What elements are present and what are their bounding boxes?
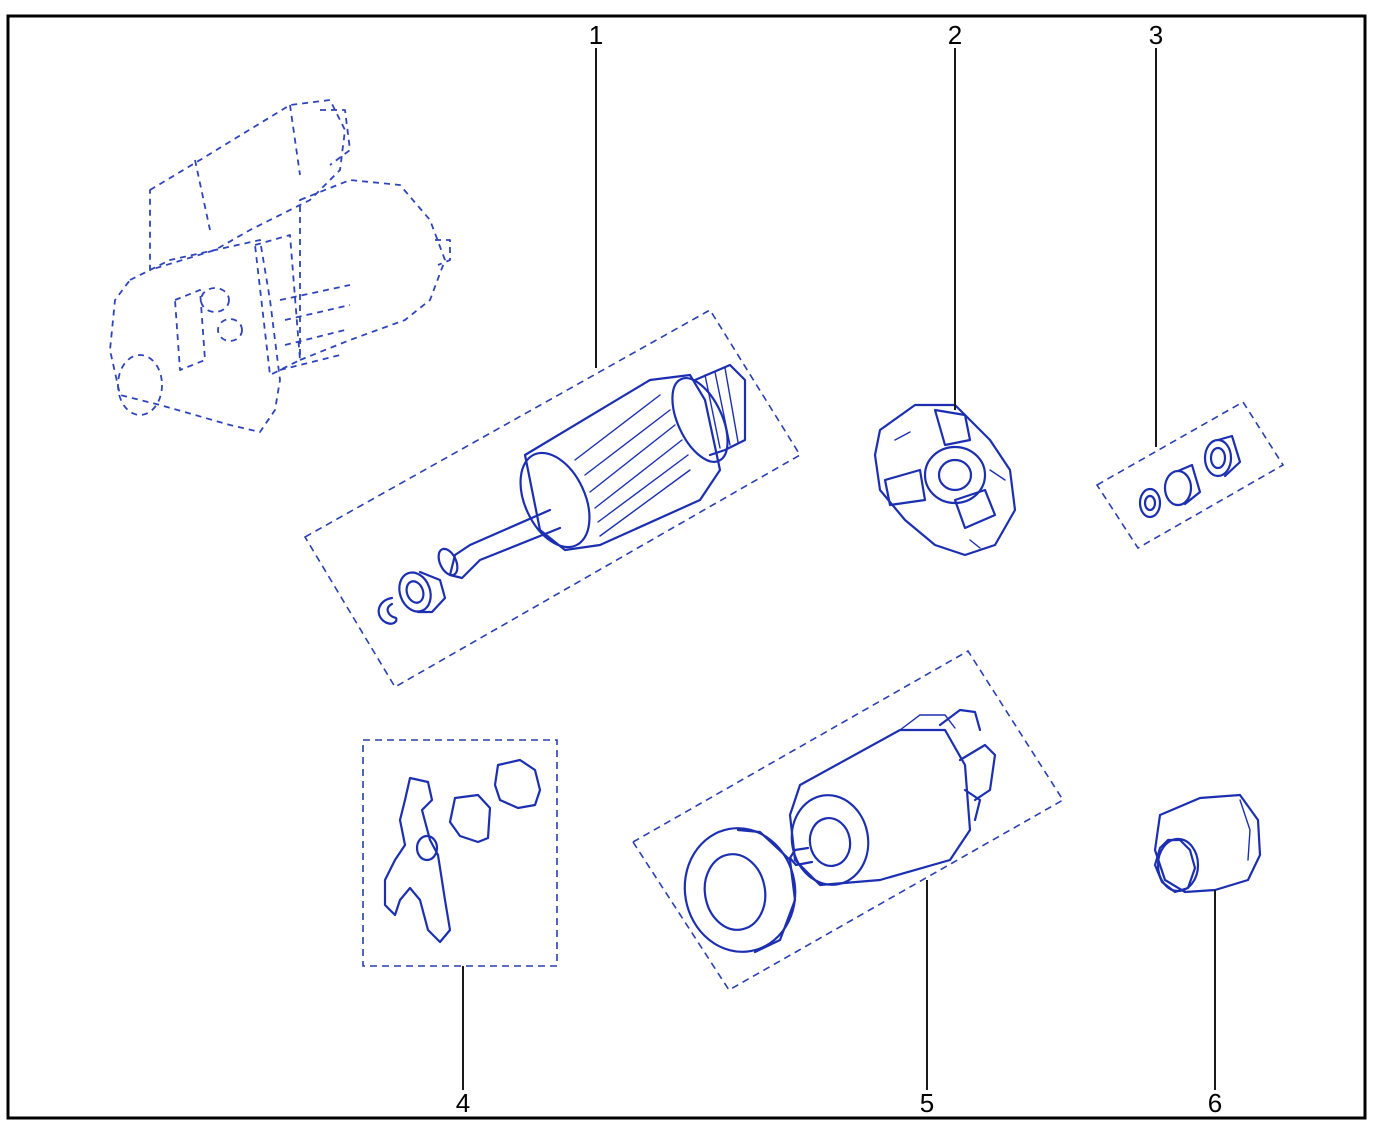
pad-large (493, 758, 542, 810)
solenoid-flange (683, 827, 797, 954)
pinion-drive (1153, 793, 1262, 894)
solenoid-group (631, 649, 1065, 992)
circlip (377, 596, 398, 625)
callout-5: 5 (920, 1088, 934, 1118)
callout-1: 1 (589, 20, 603, 50)
callout-3: 3 (1149, 20, 1163, 50)
shaft-bushing (398, 570, 447, 614)
armature-group (303, 308, 802, 689)
leader-lines (462, 48, 1216, 1090)
callout-4: 4 (456, 1088, 470, 1118)
callout-6: 6 (1208, 1088, 1222, 1118)
shift-fork (383, 776, 452, 944)
solenoid-body (788, 728, 972, 887)
armature-core (523, 373, 722, 552)
callout-2: 2 (948, 20, 962, 50)
starter-assembly-reference (109, 99, 451, 433)
pad-small (448, 793, 492, 844)
armature-shaft (448, 508, 562, 580)
shift-lever-group-box (362, 739, 558, 967)
solenoid-group-box (631, 649, 1065, 992)
shift-lever-group (362, 739, 558, 967)
bushings-group-box (1095, 400, 1285, 550)
diagram-frame (6, 14, 1367, 1120)
brush-holder (873, 403, 1017, 557)
bushings-group (1095, 400, 1285, 550)
commutator (693, 363, 747, 457)
callout-labels: 1 2 3 4 5 6 (456, 20, 1222, 1118)
